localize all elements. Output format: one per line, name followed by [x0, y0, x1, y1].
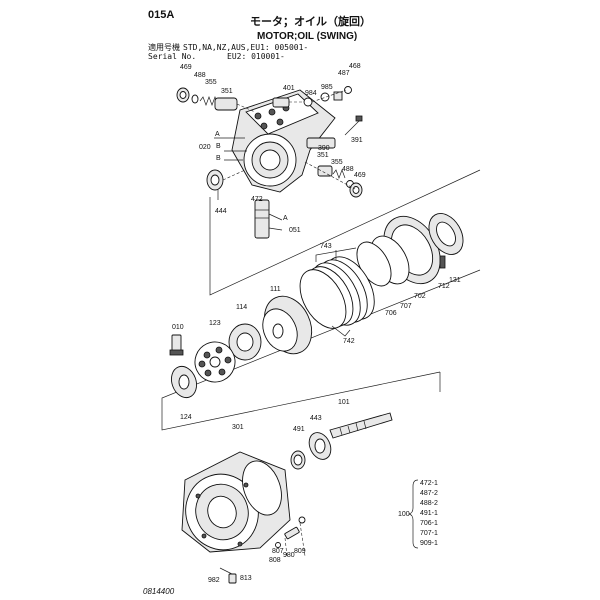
drawing-number: 0814400 [143, 587, 175, 596]
plug-487 [333, 91, 343, 101]
callout-982: 982 [208, 577, 220, 584]
oil-seal-491 [290, 450, 306, 470]
plug-469-right [349, 182, 363, 198]
spring-712 [439, 255, 446, 269]
oring-488-left [191, 94, 199, 104]
callout-355-right: 355 [331, 159, 343, 166]
bearing-131 [428, 213, 464, 255]
bolt-391 [344, 115, 363, 136]
kit-item: 487-2 [420, 490, 438, 497]
ring-468 [344, 86, 352, 94]
shaft-101 [329, 412, 393, 439]
plug-469-left [176, 87, 190, 103]
assembly-guide-upper [209, 169, 481, 296]
callout-010: 010 [172, 324, 184, 331]
callout-391: 391 [351, 137, 363, 144]
poppet-351-left [214, 97, 238, 111]
callout-488-right: 488 [342, 166, 354, 173]
callout-980: 980 [283, 552, 295, 559]
callout-985: 985 [321, 84, 333, 91]
callout-351-left: 351 [221, 88, 233, 95]
retainer-plate-114 [228, 323, 262, 361]
piston-shoes-123 [194, 341, 236, 383]
callout-355-left: 355 [205, 79, 217, 86]
callout-488-left: 488 [194, 72, 206, 79]
applicability-label-en: Serial No. [148, 52, 197, 61]
separator-plates-742 [299, 266, 354, 329]
kit-item: 491-1 [420, 510, 438, 517]
callout-808: 808 [269, 557, 281, 564]
callout-706: 706 [385, 310, 397, 317]
ring-984 [303, 97, 313, 107]
callout-469-left: 469 [180, 64, 192, 71]
callout-984: 984 [305, 90, 317, 97]
callout-707: 707 [400, 303, 412, 310]
spring-355-left [199, 96, 219, 106]
poppet-351-right [317, 165, 333, 177]
callout-124: 124 [180, 414, 192, 421]
ref-b-bottom: B [216, 155, 221, 162]
plug-010 [169, 334, 184, 356]
plug-808-807 [275, 526, 300, 548]
plug-401 [272, 97, 290, 108]
callout-111: 111 [270, 286, 281, 293]
kit-item: 472-1 [420, 480, 438, 487]
shaft-472 [254, 199, 270, 239]
spring-355-right [332, 169, 346, 179]
callout-444: 444 [215, 208, 227, 215]
assembly-guide-middle [161, 269, 481, 431]
valve-390 [306, 137, 336, 149]
callout-472: 472 [251, 196, 263, 203]
applicability-eu2: EU2: 010001- [227, 52, 285, 61]
applicability-models: STD,NA,NZ,AUS,EU1: 005001- [183, 43, 309, 52]
callout-712: 712 [438, 283, 450, 290]
callout-443: 443 [310, 415, 322, 422]
callout-487: 487 [338, 70, 350, 77]
cylinder-block-111 [262, 295, 313, 355]
callout-743: 743 [320, 243, 332, 250]
plug-809 [298, 516, 306, 524]
title-english: MOTOR;OIL (SWING) [257, 31, 358, 42]
callout-101: 101 [338, 399, 350, 406]
swash-plate-124 [171, 365, 197, 399]
ring-985 [320, 92, 330, 102]
callout-051: 051 [289, 227, 301, 234]
bearing-443 [308, 432, 332, 460]
page-code: 015A [148, 9, 175, 21]
callout-807: 807 [272, 548, 284, 555]
kit-item: 706-1 [420, 520, 438, 527]
title-japanese: モータ；オイル（旋回） [250, 16, 371, 28]
callout-401: 401 [283, 85, 295, 92]
valve-cover-020 [231, 89, 336, 193]
kit-item: 909-1 [420, 540, 438, 547]
ref-a-shaft: A [283, 215, 288, 222]
callout-468: 468 [349, 63, 361, 70]
plug-813 [228, 573, 237, 584]
callout-351-right: 351 [317, 152, 329, 159]
callout-123: 123 [209, 320, 221, 327]
callout-469-right: 469 [354, 172, 366, 179]
ref-a-top: A [215, 131, 220, 138]
callout-491: 491 [293, 426, 305, 433]
callout-131: 131 [449, 277, 461, 284]
callout-020: 020 [199, 144, 211, 151]
ref-b-top: B [216, 143, 221, 150]
kit-item: 488-2 [420, 500, 438, 507]
callout-813: 813 [240, 575, 252, 582]
callout-114: 114 [236, 304, 248, 311]
kit-item: 707-1 [420, 530, 438, 537]
callout-809: 809 [294, 548, 306, 555]
kit-number: 100 [398, 511, 410, 518]
callout-702: 702 [414, 293, 426, 300]
applicability-label-jp: 適用号機 [148, 43, 180, 52]
callout-742: 742 [343, 338, 355, 345]
callout-301: 301 [232, 424, 244, 431]
bearing-444 [206, 169, 224, 191]
motor-casing-301 [181, 451, 291, 553]
kit-bracket [408, 479, 419, 549]
callout-390: 390 [318, 145, 330, 152]
